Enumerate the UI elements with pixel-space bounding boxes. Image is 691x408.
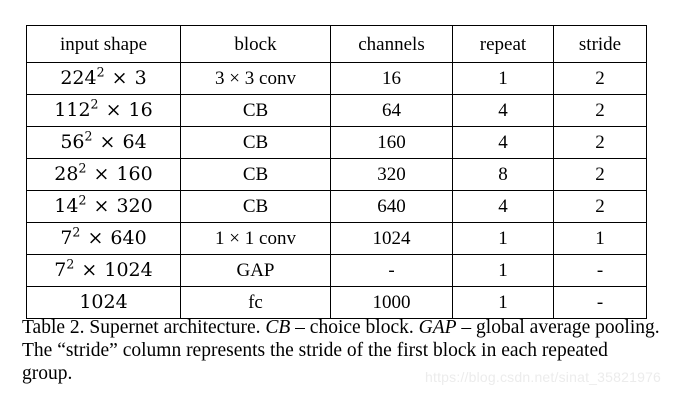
cell-channels: 16 (330, 62, 453, 95)
column-header-repeat: repeat (452, 25, 554, 63)
cell-input-shape: 282 × 160 (26, 158, 181, 191)
cell-channels: 1000 (330, 286, 453, 319)
cell-stride: 2 (553, 190, 647, 223)
cell-channels: 320 (330, 158, 453, 191)
table-header-row: input shape block channels repeat stride (26, 25, 647, 63)
cell-channels: 640 (330, 190, 453, 223)
cell-channels: - (330, 254, 453, 287)
cell-block: fc (180, 286, 331, 319)
cell-stride: 1 (553, 222, 647, 255)
cell-stride: - (553, 254, 647, 287)
caption-title: Supernet architecture. (89, 317, 261, 338)
watermark-url: https://blog.csdn.net/sinat_35821976 (425, 369, 662, 385)
caption-abbr-gap: GAP (418, 317, 457, 338)
cell-stride: 2 (553, 62, 647, 95)
cell-block: CB (180, 190, 331, 223)
cell-input-shape: 72 × 1024 (26, 254, 181, 287)
cell-block: CB (180, 126, 331, 159)
cell-repeat: 1 (452, 254, 554, 287)
column-header-channels: channels (330, 25, 453, 63)
cell-block: CB (180, 158, 331, 191)
cell-channels: 1024 (330, 222, 453, 255)
cell-repeat: 1 (452, 222, 554, 255)
cell-stride: - (553, 286, 647, 319)
cell-block: CB (180, 94, 331, 127)
cell-stride: 2 (553, 158, 647, 191)
cell-channels: 160 (330, 126, 453, 159)
caption-label: Table 2. (22, 317, 85, 338)
cell-block: 3 × 3 conv (180, 62, 331, 95)
column-header-stride: stride (553, 25, 647, 63)
cell-input-shape: 1024 (26, 286, 181, 319)
column-header-block: block (180, 25, 331, 63)
cell-repeat: 4 (452, 126, 554, 159)
cell-repeat: 1 (452, 286, 554, 319)
cell-input-shape: 1122 × 16 (26, 94, 181, 127)
cell-block: 1 × 1 conv (180, 222, 331, 255)
supernet-architecture-table: input shape block channels repeat stride… (26, 25, 647, 319)
caption-abbr-gap-definition: – global average pooling. (461, 317, 660, 338)
cell-repeat: 1 (452, 62, 554, 95)
caption-note: The “stride” column represents the strid… (22, 340, 608, 384)
cell-input-shape: 2242 × 3 (26, 62, 181, 95)
cell-repeat: 4 (452, 94, 554, 127)
caption-abbr-cb-definition: – choice block. (295, 317, 414, 338)
cell-stride: 2 (553, 126, 647, 159)
cell-block: GAP (180, 254, 331, 287)
caption-abbr-cb: CB (265, 317, 291, 338)
table-caption: Table 2. Supernet architecture. CB – cho… (22, 316, 662, 385)
cell-input-shape: 562 × 64 (26, 126, 181, 159)
column-header-input-shape: input shape (26, 25, 181, 63)
cell-stride: 2 (553, 94, 647, 127)
cell-channels: 64 (330, 94, 453, 127)
cell-repeat: 8 (452, 158, 554, 191)
cell-input-shape: 142 × 320 (26, 190, 181, 223)
cell-input-shape: 72 × 640 (26, 222, 181, 255)
cell-repeat: 4 (452, 190, 554, 223)
